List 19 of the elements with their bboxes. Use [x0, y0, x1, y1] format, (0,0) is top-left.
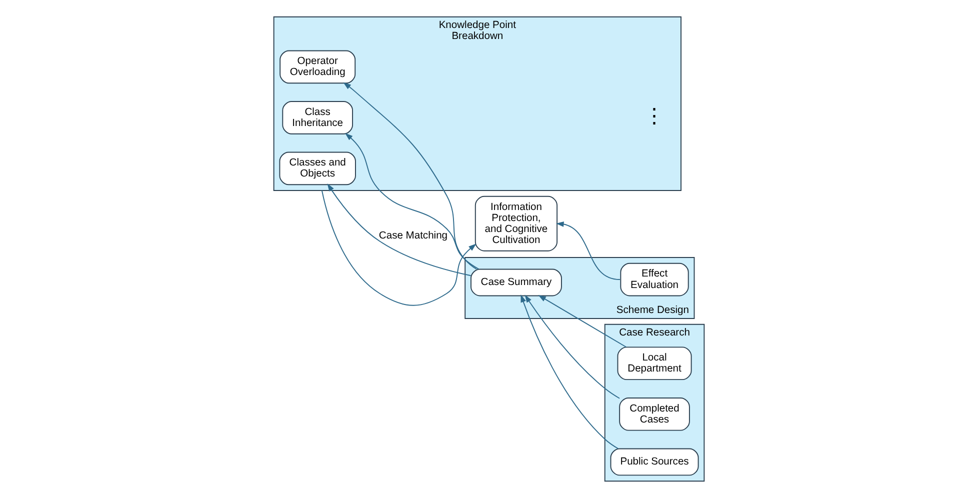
node-box: Operator Overloading: [279, 50, 356, 84]
node-box: Information Protection, and Cognitive Cultivation: [474, 196, 558, 252]
node-box: Public Sources: [610, 448, 698, 476]
node-box: Completed Cases: [618, 397, 690, 431]
edge-label: Case Matching: [378, 230, 448, 242]
arrow: [520, 294, 618, 450]
node-box: Effect Evaluation: [620, 262, 688, 296]
arrow: [342, 82, 476, 270]
arrow: [344, 133, 479, 270]
arrow: [524, 294, 620, 399]
arrow: [320, 190, 476, 306]
label: ⋮: [644, 104, 665, 128]
node-box: Class Inheritance: [282, 101, 353, 134]
node-box: Classes and Objects: [278, 152, 356, 186]
node-box: Case Summary: [470, 268, 562, 296]
arrow: [326, 184, 471, 276]
arrow: [555, 221, 620, 280]
arrow: [538, 295, 626, 348]
node-box: Local Department: [616, 346, 692, 380]
